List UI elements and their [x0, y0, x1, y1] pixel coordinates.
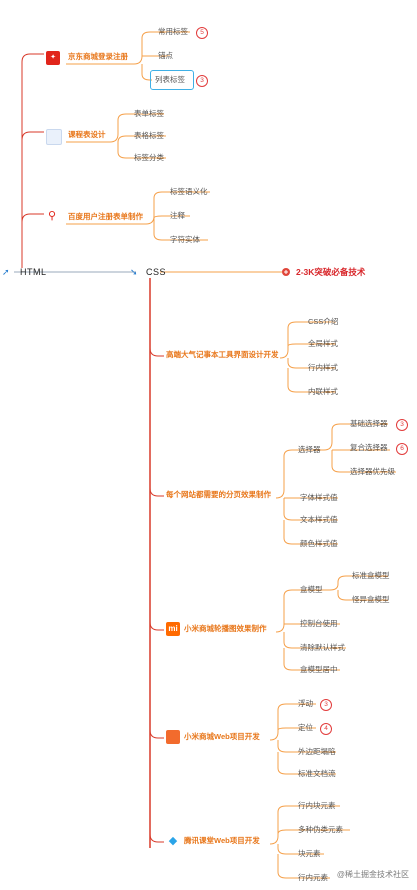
leaf-console[interactable]: 控制台使用 [300, 619, 338, 628]
watermark: @稀土掘金技术社区 [336, 870, 409, 879]
html-branch-2[interactable]: 课程表设计 [68, 130, 106, 139]
project-icon [166, 730, 180, 744]
root-node-html[interactable]: HTML [20, 267, 47, 277]
leaf-table-tags[interactable]: 表格标签 [134, 131, 164, 140]
leaf-margin-collapse[interactable]: 外边距塌陷 [298, 747, 336, 756]
leaf-font-style[interactable]: 字体样式值 [300, 493, 338, 502]
leaf-reset-style[interactable]: 清除默认样式 [300, 643, 345, 652]
leaf-inline-element[interactable]: 行内元素 [298, 873, 328, 882]
leaf-comment[interactable]: 注释 [170, 211, 185, 220]
html-branch-1[interactable]: 京东商城登录注册 [68, 52, 128, 61]
root-arrow-icon: ➚ [2, 267, 10, 277]
leaf-selector-priority[interactable]: 选择器优先级 [350, 467, 395, 476]
leaf-list-tags[interactable]: 列表标签 [155, 75, 185, 84]
jd-logo-icon: ✦ [46, 51, 60, 65]
leaf-selector[interactable]: 选择器 [298, 445, 321, 454]
leaf-normal-flow[interactable]: 标准文档流 [298, 769, 336, 778]
leaf-inline-style[interactable]: 行内样式 [308, 363, 338, 372]
leaf-semantic[interactable]: 标签语义化 [170, 187, 208, 196]
leaf-tag-category[interactable]: 标签分类 [134, 153, 164, 162]
leaf-css-intro[interactable]: CSS介绍 [308, 317, 339, 326]
course-app-icon [46, 129, 62, 145]
css-node[interactable]: CSS [146, 267, 167, 277]
css-branch-2[interactable]: 每个网站都需要的分页效果制作 [166, 490, 271, 499]
leaf-basic-selector[interactable]: 基础选择器 [350, 419, 388, 428]
leaf-pseudo-class[interactable]: 多种伪类元素 [298, 825, 343, 834]
count-badge[interactable]: 5 [196, 27, 208, 39]
leaf-inline-block[interactable]: 行内块元素 [298, 801, 336, 810]
leaf-standard-box[interactable]: 标准盒模型 [352, 571, 390, 580]
mi-logo-icon: mi [166, 622, 180, 636]
css-branch-1[interactable]: 高端大气记事本工具界面设计开发 [166, 350, 279, 359]
leaf-global-style[interactable]: 全局样式 [308, 339, 338, 348]
css-branch-4[interactable]: 小米商城Web项目开发 [184, 732, 260, 741]
css-arrow-icon: ➘ [130, 267, 138, 277]
leaf-anchor[interactable]: 锚点 [158, 51, 173, 60]
css-branch-3[interactable]: 小米商城轮播图效果制作 [184, 624, 267, 633]
leaf-block-element[interactable]: 块元素 [298, 849, 321, 858]
leaf-text-style[interactable]: 文本样式值 [300, 515, 338, 524]
leaf-compound-selector[interactable]: 复合选择器 [350, 443, 388, 452]
html-branch-3[interactable]: 百度用户注册表单制作 [68, 212, 143, 221]
leaf-common-tags[interactable]: 常用标签 [158, 27, 188, 36]
css-branch-5[interactable]: 腾讯课堂Web项目开发 [184, 836, 260, 845]
count-badge[interactable]: 4 [320, 723, 332, 735]
count-badge[interactable]: 3 [196, 75, 208, 87]
leaf-position[interactable]: 定位 [298, 723, 313, 732]
css-extra-node[interactable]: 2-3K突破必备技术 [296, 267, 366, 277]
count-badge[interactable]: 6 [396, 443, 408, 455]
count-badge[interactable]: 3 [396, 419, 408, 431]
leaf-box-center[interactable]: 盒模型居中 [300, 665, 338, 674]
leaf-box-model[interactable]: 盒模型 [300, 585, 323, 594]
leaf-quirks-box[interactable]: 怪异盒模型 [352, 595, 390, 604]
tencent-class-icon: ◆ [168, 835, 178, 847]
leaf-internal-style[interactable]: 内联样式 [308, 387, 338, 396]
leaf-float[interactable]: 浮动 [298, 699, 313, 708]
selected-node-frame [150, 70, 194, 90]
count-badge[interactable]: 3 [320, 699, 332, 711]
leaf-form-tags[interactable]: 表单标签 [134, 109, 164, 118]
leaf-color-style[interactable]: 颜色样式值 [300, 539, 338, 548]
leaf-char-entity[interactable]: 字符实体 [170, 235, 200, 244]
map-pin-icon: ⚲ [48, 210, 57, 222]
